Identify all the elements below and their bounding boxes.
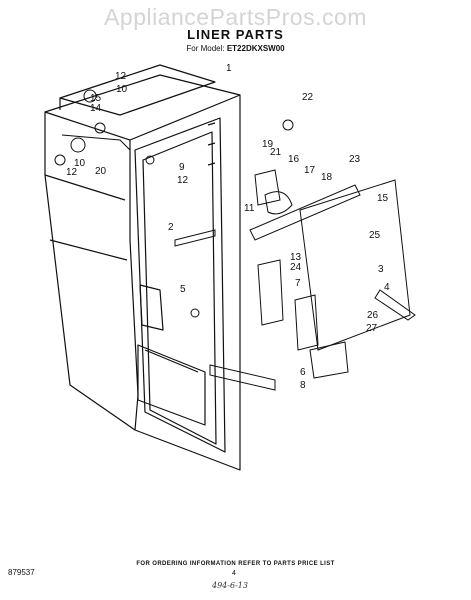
model-number: ET22DKXSW00 bbox=[226, 44, 285, 53]
callout-20: 20 bbox=[95, 166, 107, 177]
callout-12b: 12 bbox=[66, 167, 78, 178]
callout-24: 24 bbox=[290, 262, 302, 273]
callout-12c: 12 bbox=[177, 175, 189, 186]
callout-5: 5 bbox=[180, 284, 186, 295]
callout-1: 1 bbox=[226, 63, 232, 74]
callout-10b: 10 bbox=[74, 158, 86, 169]
callout-19: 19 bbox=[262, 139, 274, 150]
model-prefix: For Model: bbox=[186, 44, 225, 53]
diagram-title: LINER PARTS bbox=[187, 27, 284, 42]
callout-2: 2 bbox=[168, 222, 174, 233]
callout-27: 27 bbox=[366, 323, 378, 334]
handwritten-note: 494-6-13 bbox=[212, 581, 248, 590]
freezer-controls bbox=[54, 89, 216, 318]
callout-17: 17 bbox=[304, 165, 316, 176]
callout-8: 8 bbox=[300, 380, 306, 391]
callout-9: 9 bbox=[179, 162, 185, 173]
callout-16: 16 bbox=[288, 154, 300, 165]
document-number: 879537 bbox=[8, 568, 35, 577]
callout-6: 6 bbox=[300, 367, 306, 378]
callout-15: 15 bbox=[90, 93, 102, 104]
callout-15b: 15 bbox=[377, 193, 389, 204]
callout-13: 13 bbox=[290, 252, 302, 263]
callout-11: 11 bbox=[244, 203, 255, 214]
callout-26: 26 bbox=[367, 310, 379, 321]
control-parts bbox=[209, 119, 416, 391]
callout-23: 23 bbox=[349, 154, 361, 165]
watermark: AppliancePartsPros.com bbox=[104, 4, 367, 30]
callout-25: 25 bbox=[369, 230, 381, 241]
callout-21: 21 bbox=[270, 147, 282, 158]
refrigerator-liner bbox=[44, 64, 241, 471]
callout-14: 14 bbox=[90, 103, 102, 114]
callout-3: 3 bbox=[378, 264, 384, 275]
page-number: 4 bbox=[232, 570, 236, 577]
callout-labels: 1 2 5 9 10 12 14 15 20 10 12 12 22 19 21… bbox=[66, 63, 390, 391]
callout-22: 22 bbox=[302, 92, 314, 103]
model-line: For Model: ET22DKXSW00 bbox=[0, 44, 471, 53]
callout-12: 12 bbox=[115, 71, 127, 82]
callout-18: 18 bbox=[321, 172, 333, 183]
callout-7: 7 bbox=[295, 278, 301, 289]
callout-10: 10 bbox=[116, 84, 128, 95]
callout-4: 4 bbox=[384, 282, 390, 293]
ordering-note: FOR ORDERING INFORMATION REFER TO PARTS … bbox=[136, 561, 335, 567]
